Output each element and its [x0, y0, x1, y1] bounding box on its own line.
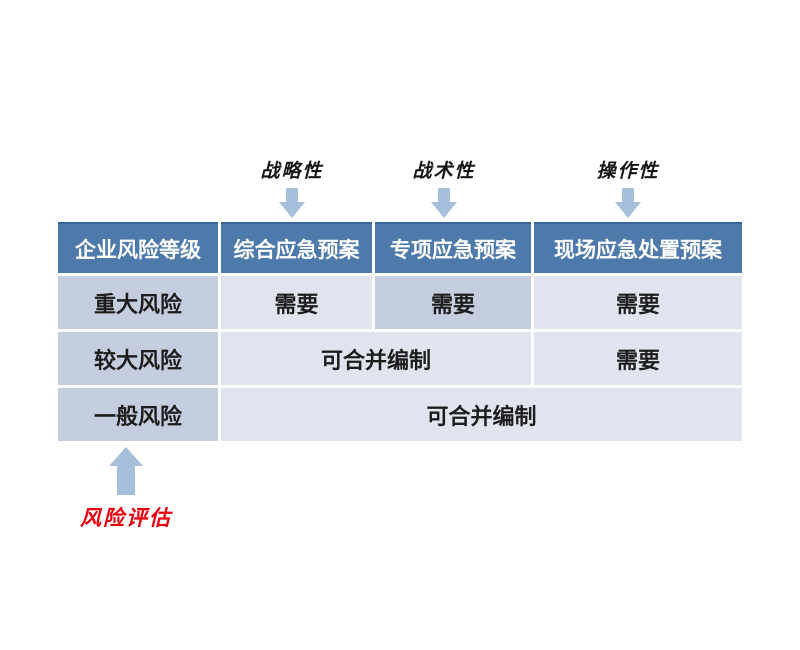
table-row-larger-risk: 较大风险 可合并编制 需要	[58, 332, 742, 385]
header-onsite-plan: 现场应急处置预案	[534, 222, 742, 273]
arrow-up-icon	[109, 447, 143, 495]
plan-type-operational: 操作性	[568, 160, 688, 218]
plan-type-strategic: 战略性	[232, 160, 352, 218]
table-row-general-risk: 一般风险 可合并编制	[58, 388, 742, 441]
risk-assessment-annotation: 风险评估	[78, 447, 174, 532]
plan-type-label: 战术性	[412, 161, 476, 182]
arrow-down-icon	[615, 188, 641, 218]
plan-cell-merged: 可合并编制	[221, 388, 742, 441]
header-special-plan: 专项应急预案	[375, 222, 531, 273]
plan-cell-merged: 可合并编制	[221, 332, 531, 385]
table-header-row: 企业风险等级 综合应急预案 专项应急预案 现场应急处置预案	[58, 222, 742, 273]
risk-plan-table: 企业风险等级 综合应急预案 专项应急预案 现场应急处置预案 重大风险 需要 需要…	[55, 219, 745, 444]
arrow-down-icon	[431, 188, 457, 218]
risk-level-cell: 重大风险	[58, 276, 218, 329]
plan-type-tactical: 战术性	[384, 160, 504, 218]
arrow-down-icon	[279, 188, 305, 218]
risk-level-cell: 一般风险	[58, 388, 218, 441]
plan-cell: 需要	[534, 332, 742, 385]
plan-type-label: 战略性	[260, 161, 324, 182]
plan-type-label: 操作性	[596, 161, 660, 182]
plan-cell: 需要	[221, 276, 372, 329]
header-risk-level: 企业风险等级	[58, 222, 218, 273]
risk-assessment-label: 风险评估	[80, 507, 172, 530]
risk-level-cell: 较大风险	[58, 332, 218, 385]
plan-cell: 需要	[534, 276, 742, 329]
header-comprehensive-plan: 综合应急预案	[221, 222, 372, 273]
table-row-major-risk: 重大风险 需要 需要 需要	[58, 276, 742, 329]
plan-cell-highlighted: 需要	[375, 276, 531, 329]
